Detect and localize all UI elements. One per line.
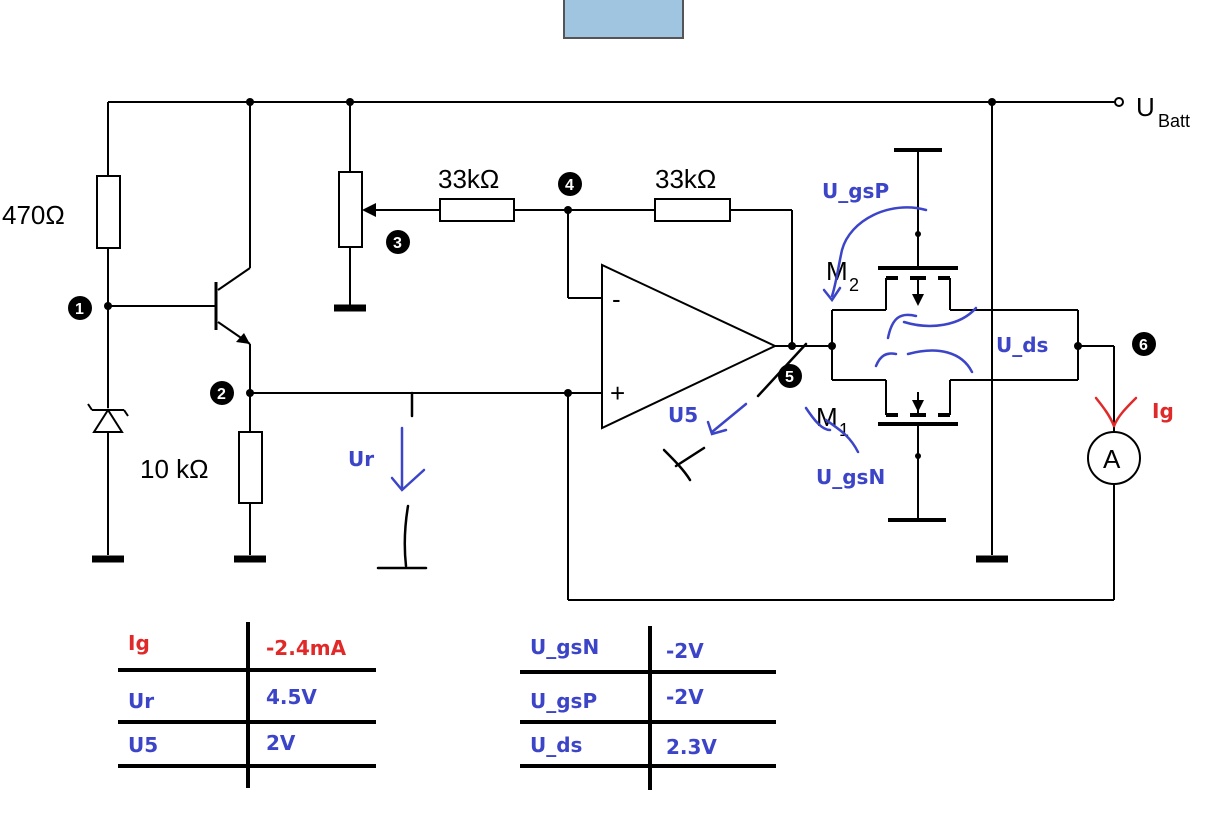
opamp-plus-label: + — [610, 378, 625, 408]
emitter-arrow — [236, 333, 250, 344]
label-ubatt-sub: Batt — [1158, 111, 1190, 131]
resistor-470 — [96, 175, 121, 249]
table-left-name-ur: Ur — [128, 689, 154, 713]
svg-text:5: 5 — [785, 369, 794, 386]
resistors — [96, 171, 731, 504]
grounds — [92, 148, 1008, 563]
annotation-u5: U5 — [668, 403, 698, 427]
annotation-u-gsp: U_gsP — [822, 179, 889, 203]
table-left-value-u5: 2V — [266, 731, 296, 755]
label-ubatt: U — [1136, 92, 1155, 122]
m2-arrow — [912, 294, 924, 306]
blue-annotation-strokes — [390, 206, 978, 492]
resistor-10k — [238, 431, 263, 504]
table-right-value-ugsn: -2V — [666, 639, 704, 663]
resistor-33k-right — [654, 198, 731, 222]
table-right-name-ugsn: U_gsN — [530, 635, 599, 659]
table-right-name-ugsp: U_gsP — [530, 689, 597, 713]
label-33k-right: 33kΩ — [655, 164, 716, 194]
top-box — [563, 0, 684, 39]
opamp-minus-label: - — [612, 284, 621, 314]
m1-arrow — [912, 400, 924, 412]
ammeter — [1087, 431, 1141, 485]
table-left-value-ur: 4.5V — [266, 685, 317, 709]
potentiometer — [338, 171, 363, 248]
annotation-ur: Ur — [348, 447, 374, 471]
annotation-ig: Ig — [1152, 399, 1174, 423]
label-470-ohm: 470Ω — [2, 200, 65, 230]
table-right-name-uds: U_ds — [530, 733, 582, 757]
ubatt-terminal — [1114, 97, 1124, 107]
label-m2-sub: 2 — [849, 275, 859, 295]
table-left-name-u5: U5 — [128, 733, 158, 757]
table-right-value-uds: 2.3V — [666, 735, 717, 759]
junction-dots — [104, 98, 1082, 459]
zener-diode — [87, 403, 129, 433]
table-left-value-ig: -2.4mA — [266, 636, 347, 660]
table-left-name-ig: Ig — [128, 631, 150, 655]
svg-text:1: 1 — [75, 301, 84, 318]
black-annotation-strokes — [376, 342, 808, 570]
svg-text:6: 6 — [1139, 337, 1148, 354]
table-right: U_gsN -2V U_gsP -2V U_ds 2.3V — [520, 626, 776, 790]
table-right-value-ugsp: -2V — [666, 685, 704, 709]
table-left: Ig -2.4mA Ur 4.5V U5 2V — [118, 622, 376, 788]
label-m1-sub: 1 — [839, 420, 849, 440]
red-annotation-strokes — [1094, 396, 1138, 428]
label-33k-left: 33kΩ — [438, 164, 499, 194]
node-markers: 1 2 3 4 5 6 — [68, 172, 1156, 405]
svg-text:3: 3 — [393, 235, 402, 252]
label-10k-ohm: 10 kΩ — [140, 454, 209, 484]
annotation-u-gsn: U_gsN — [816, 465, 885, 489]
op-amp — [601, 263, 778, 430]
svg-text:2: 2 — [217, 386, 226, 403]
resistor-33k-left — [439, 198, 515, 222]
wires — [107, 101, 1115, 601]
pot-wiper-arrow — [362, 203, 376, 217]
ammeter-label: A — [1103, 444, 1121, 474]
annotation-u-ds: U_ds — [996, 333, 1048, 357]
svg-text:4: 4 — [565, 177, 574, 194]
